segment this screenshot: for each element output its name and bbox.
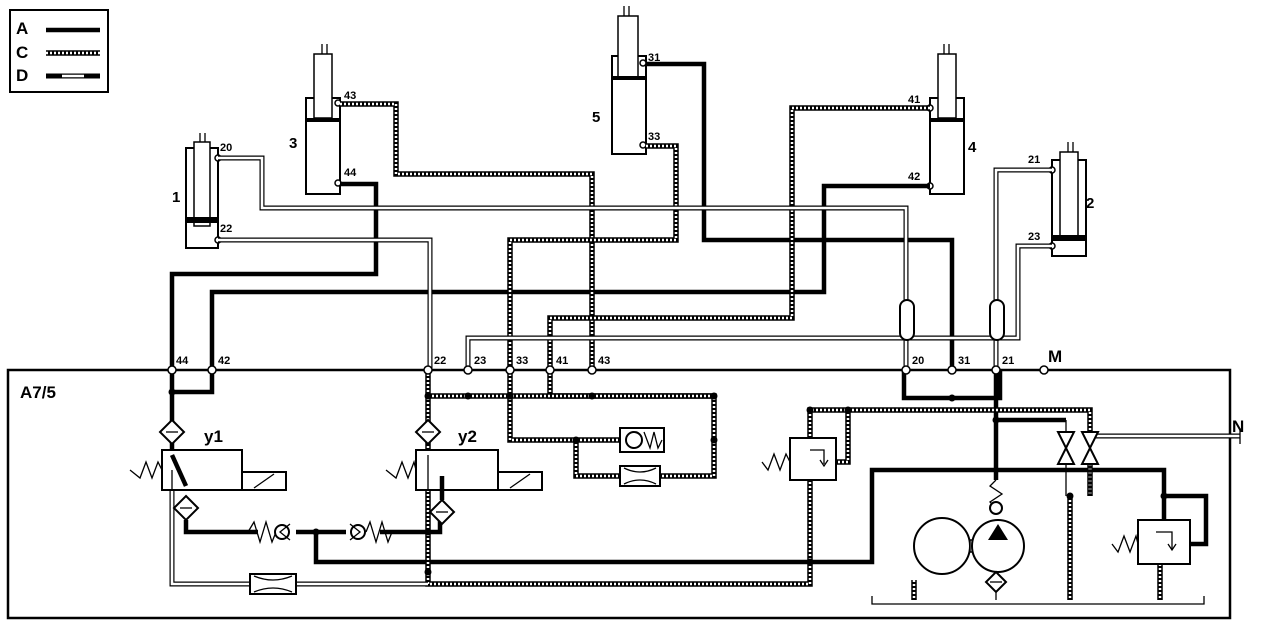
junction-dots bbox=[168, 388, 1168, 576]
unit-port-42: 42 bbox=[218, 355, 230, 367]
throttles bbox=[249, 465, 661, 595]
unit-port-43: 43 bbox=[598, 355, 610, 367]
valve-y1-label: y1 bbox=[204, 427, 223, 446]
cyl5-port-33: 33 bbox=[648, 131, 660, 143]
cyl1-port-22: 22 bbox=[220, 223, 232, 235]
unit-port-41: 41 bbox=[556, 355, 568, 367]
unit-port-22: 22 bbox=[434, 355, 446, 367]
cyl4-port-41: 41 bbox=[908, 94, 920, 106]
unit-a7-5: A7/5 M N bbox=[6, 347, 1244, 620]
valve-y2: y2 bbox=[385, 418, 543, 526]
lines-type-d bbox=[169, 155, 1240, 587]
accumulators bbox=[899, 299, 1005, 341]
shuttle-valves bbox=[1056, 420, 1100, 496]
unit-label: A7/5 bbox=[20, 383, 56, 402]
legend-key-d: D bbox=[16, 66, 28, 85]
spring-check-valve bbox=[619, 427, 665, 453]
cyl2-port-21: 21 bbox=[1028, 154, 1040, 166]
cylinder-1: 1 20 22 bbox=[172, 133, 232, 249]
unit-port-31: 31 bbox=[958, 355, 970, 367]
cylinder-2-label: 2 bbox=[1086, 195, 1094, 212]
cylinder-3: 3 43 44 bbox=[289, 44, 357, 195]
cylinder-5: 5 31 33 bbox=[592, 6, 660, 155]
cylinder-3-label: 3 bbox=[289, 135, 297, 152]
cylinder-5-label: 5 bbox=[592, 109, 600, 126]
unit-ports: 44 42 22 23 33 41 43 20 31 21 bbox=[167, 355, 1049, 375]
legend-key-c: C bbox=[16, 43, 28, 62]
m-label: M bbox=[1048, 347, 1062, 366]
unit-port-20: 20 bbox=[912, 355, 924, 367]
cyl3-port-44: 44 bbox=[344, 167, 357, 179]
relief-valve-right bbox=[1111, 519, 1191, 565]
cylinder-1-label: 1 bbox=[172, 189, 180, 206]
cyl3-port-43: 43 bbox=[344, 90, 356, 102]
cyl1-port-20: 20 bbox=[220, 142, 232, 154]
unit-port-23: 23 bbox=[474, 355, 486, 367]
valve-y1: y1 bbox=[129, 418, 287, 522]
lines-type-c bbox=[340, 101, 1163, 600]
pump-motor bbox=[913, 479, 1025, 600]
cyl4-port-42: 42 bbox=[908, 171, 920, 183]
unit-port-44: 44 bbox=[176, 355, 189, 367]
n-label: N bbox=[1232, 417, 1244, 436]
cyl5-port-31: 31 bbox=[648, 52, 660, 64]
cylinder-4: 4 41 42 bbox=[908, 44, 977, 195]
unit-port-21: 21 bbox=[1002, 355, 1014, 367]
cylinder-4-label: 4 bbox=[968, 139, 977, 156]
cylinder-2: 2 21 23 bbox=[1028, 142, 1094, 257]
unit-port-33: 33 bbox=[516, 355, 528, 367]
cyl2-port-23: 23 bbox=[1028, 231, 1040, 243]
relief-valve-middle bbox=[761, 437, 837, 481]
legend: A C D bbox=[9, 9, 109, 93]
reservoir bbox=[871, 596, 1205, 605]
legend-key-a: A bbox=[16, 19, 28, 38]
check-valves bbox=[247, 519, 393, 545]
valve-y2-label: y2 bbox=[458, 427, 477, 446]
